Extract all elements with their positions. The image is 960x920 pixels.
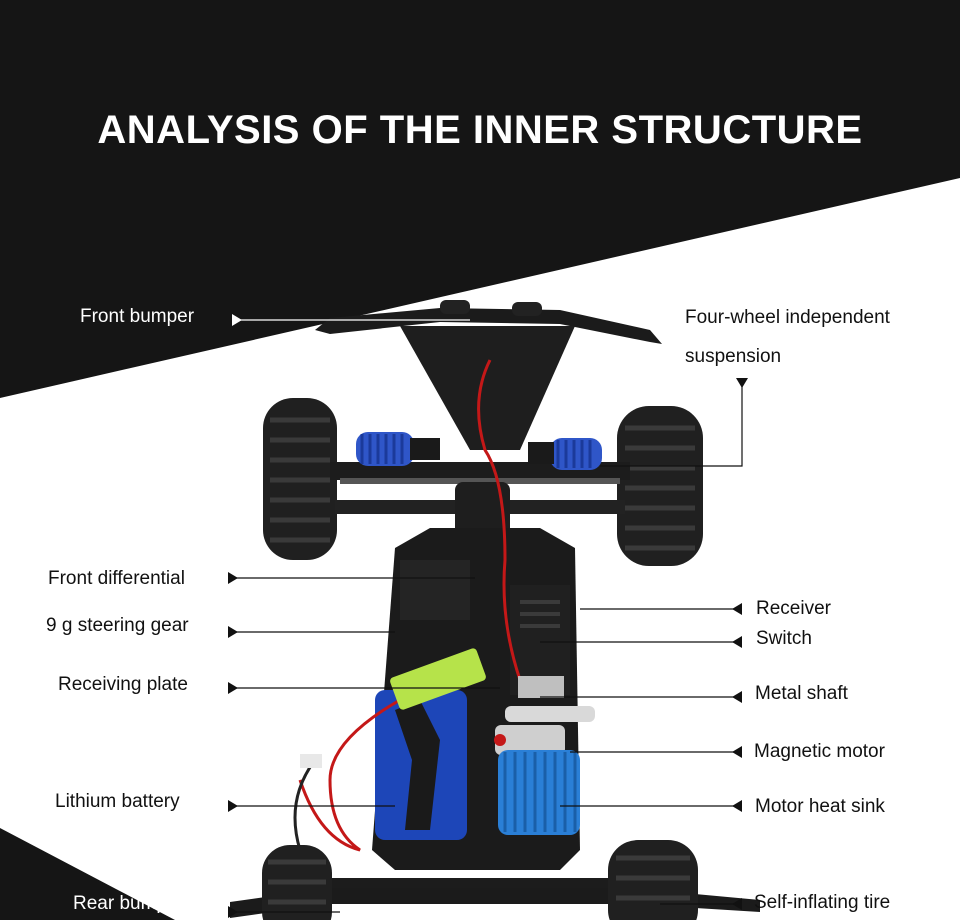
label-rear-bumper: Rear bumper	[73, 893, 184, 914]
label-receiver: Receiver	[756, 598, 831, 619]
battery-connector	[390, 648, 486, 710]
label-front-differential: Front differential	[48, 568, 185, 589]
magnetic-motor	[494, 725, 565, 755]
label-metal-shaft: Metal shaft	[755, 683, 848, 704]
rear-left-tire	[262, 845, 332, 920]
label-magnetic-motor: Magnetic motor	[754, 741, 885, 762]
page-title: ANALYSIS OF THE INNER STRUCTURE	[97, 108, 863, 152]
label-self-inflating-tire: Self-inflating tire	[754, 892, 891, 913]
front-right-tire	[617, 406, 703, 566]
label-receiving-plate: Receiving plate	[58, 674, 188, 695]
label-lithium-battery: Lithium battery	[55, 791, 180, 812]
motor-heat-sink	[498, 750, 580, 835]
label-steering-gear: 9 g steering gear	[46, 615, 189, 636]
label-suspension-line2: suspension	[685, 346, 782, 367]
dark-top-band	[0, 0, 960, 398]
metal-shaft	[505, 676, 595, 722]
label-motor-heat-sink: Motor heat sink	[755, 796, 885, 817]
front-left-tire	[263, 398, 337, 560]
leader-lines	[228, 314, 748, 918]
dark-bottom-corner	[0, 828, 175, 920]
front-bumper	[315, 300, 662, 450]
label-switch: Switch	[756, 628, 812, 649]
steering-servo	[400, 560, 470, 620]
label-suspension-line1: Four-wheel independent	[685, 307, 890, 328]
rear-right-tire	[608, 840, 698, 920]
front-shock-absorbers	[356, 432, 602, 470]
red-wire	[477, 359, 522, 681]
label-front-bumper: Front bumper	[80, 306, 195, 327]
